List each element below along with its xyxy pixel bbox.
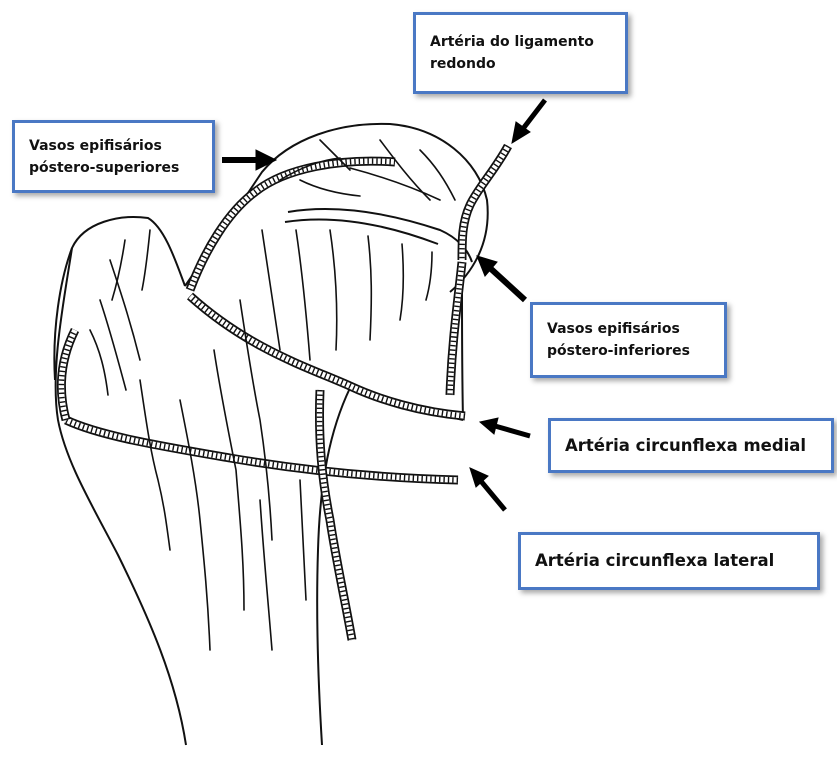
arrow-superiores — [222, 150, 276, 170]
label-medial-text: Artéria circunflexa medial — [565, 435, 806, 457]
branch-vessels — [90, 140, 455, 650]
postero-superior-vessels — [190, 161, 395, 290]
label-ligamento-redondo: Artéria do ligamento redondo — [413, 12, 628, 94]
label-ligamento-text: Artéria do ligamento redondo — [430, 31, 611, 75]
label-circunflexa-lateral: Artéria circunflexa lateral — [518, 532, 820, 590]
label-postero-superiores: Vasos epifisários póstero-superiores — [12, 120, 215, 193]
label-inferiores-text: Vasos epifisários póstero-inferiores — [547, 318, 710, 362]
label-lateral-text: Artéria circunflexa lateral — [535, 550, 774, 572]
arrow-medial — [480, 418, 530, 436]
arrow-lateral — [470, 468, 505, 510]
label-superiores-text: Vasos epifisários póstero-superiores — [29, 135, 198, 179]
arrow-inferiores — [477, 256, 525, 300]
medial-circumflex-artery — [190, 296, 465, 416]
postero-inferior-vessels — [450, 262, 462, 395]
label-circunflexa-medial: Artéria circunflexa medial — [548, 418, 834, 473]
label-postero-inferiores: Vasos epifisários póstero-inferiores — [530, 302, 727, 378]
arrow-ligament — [512, 100, 545, 143]
